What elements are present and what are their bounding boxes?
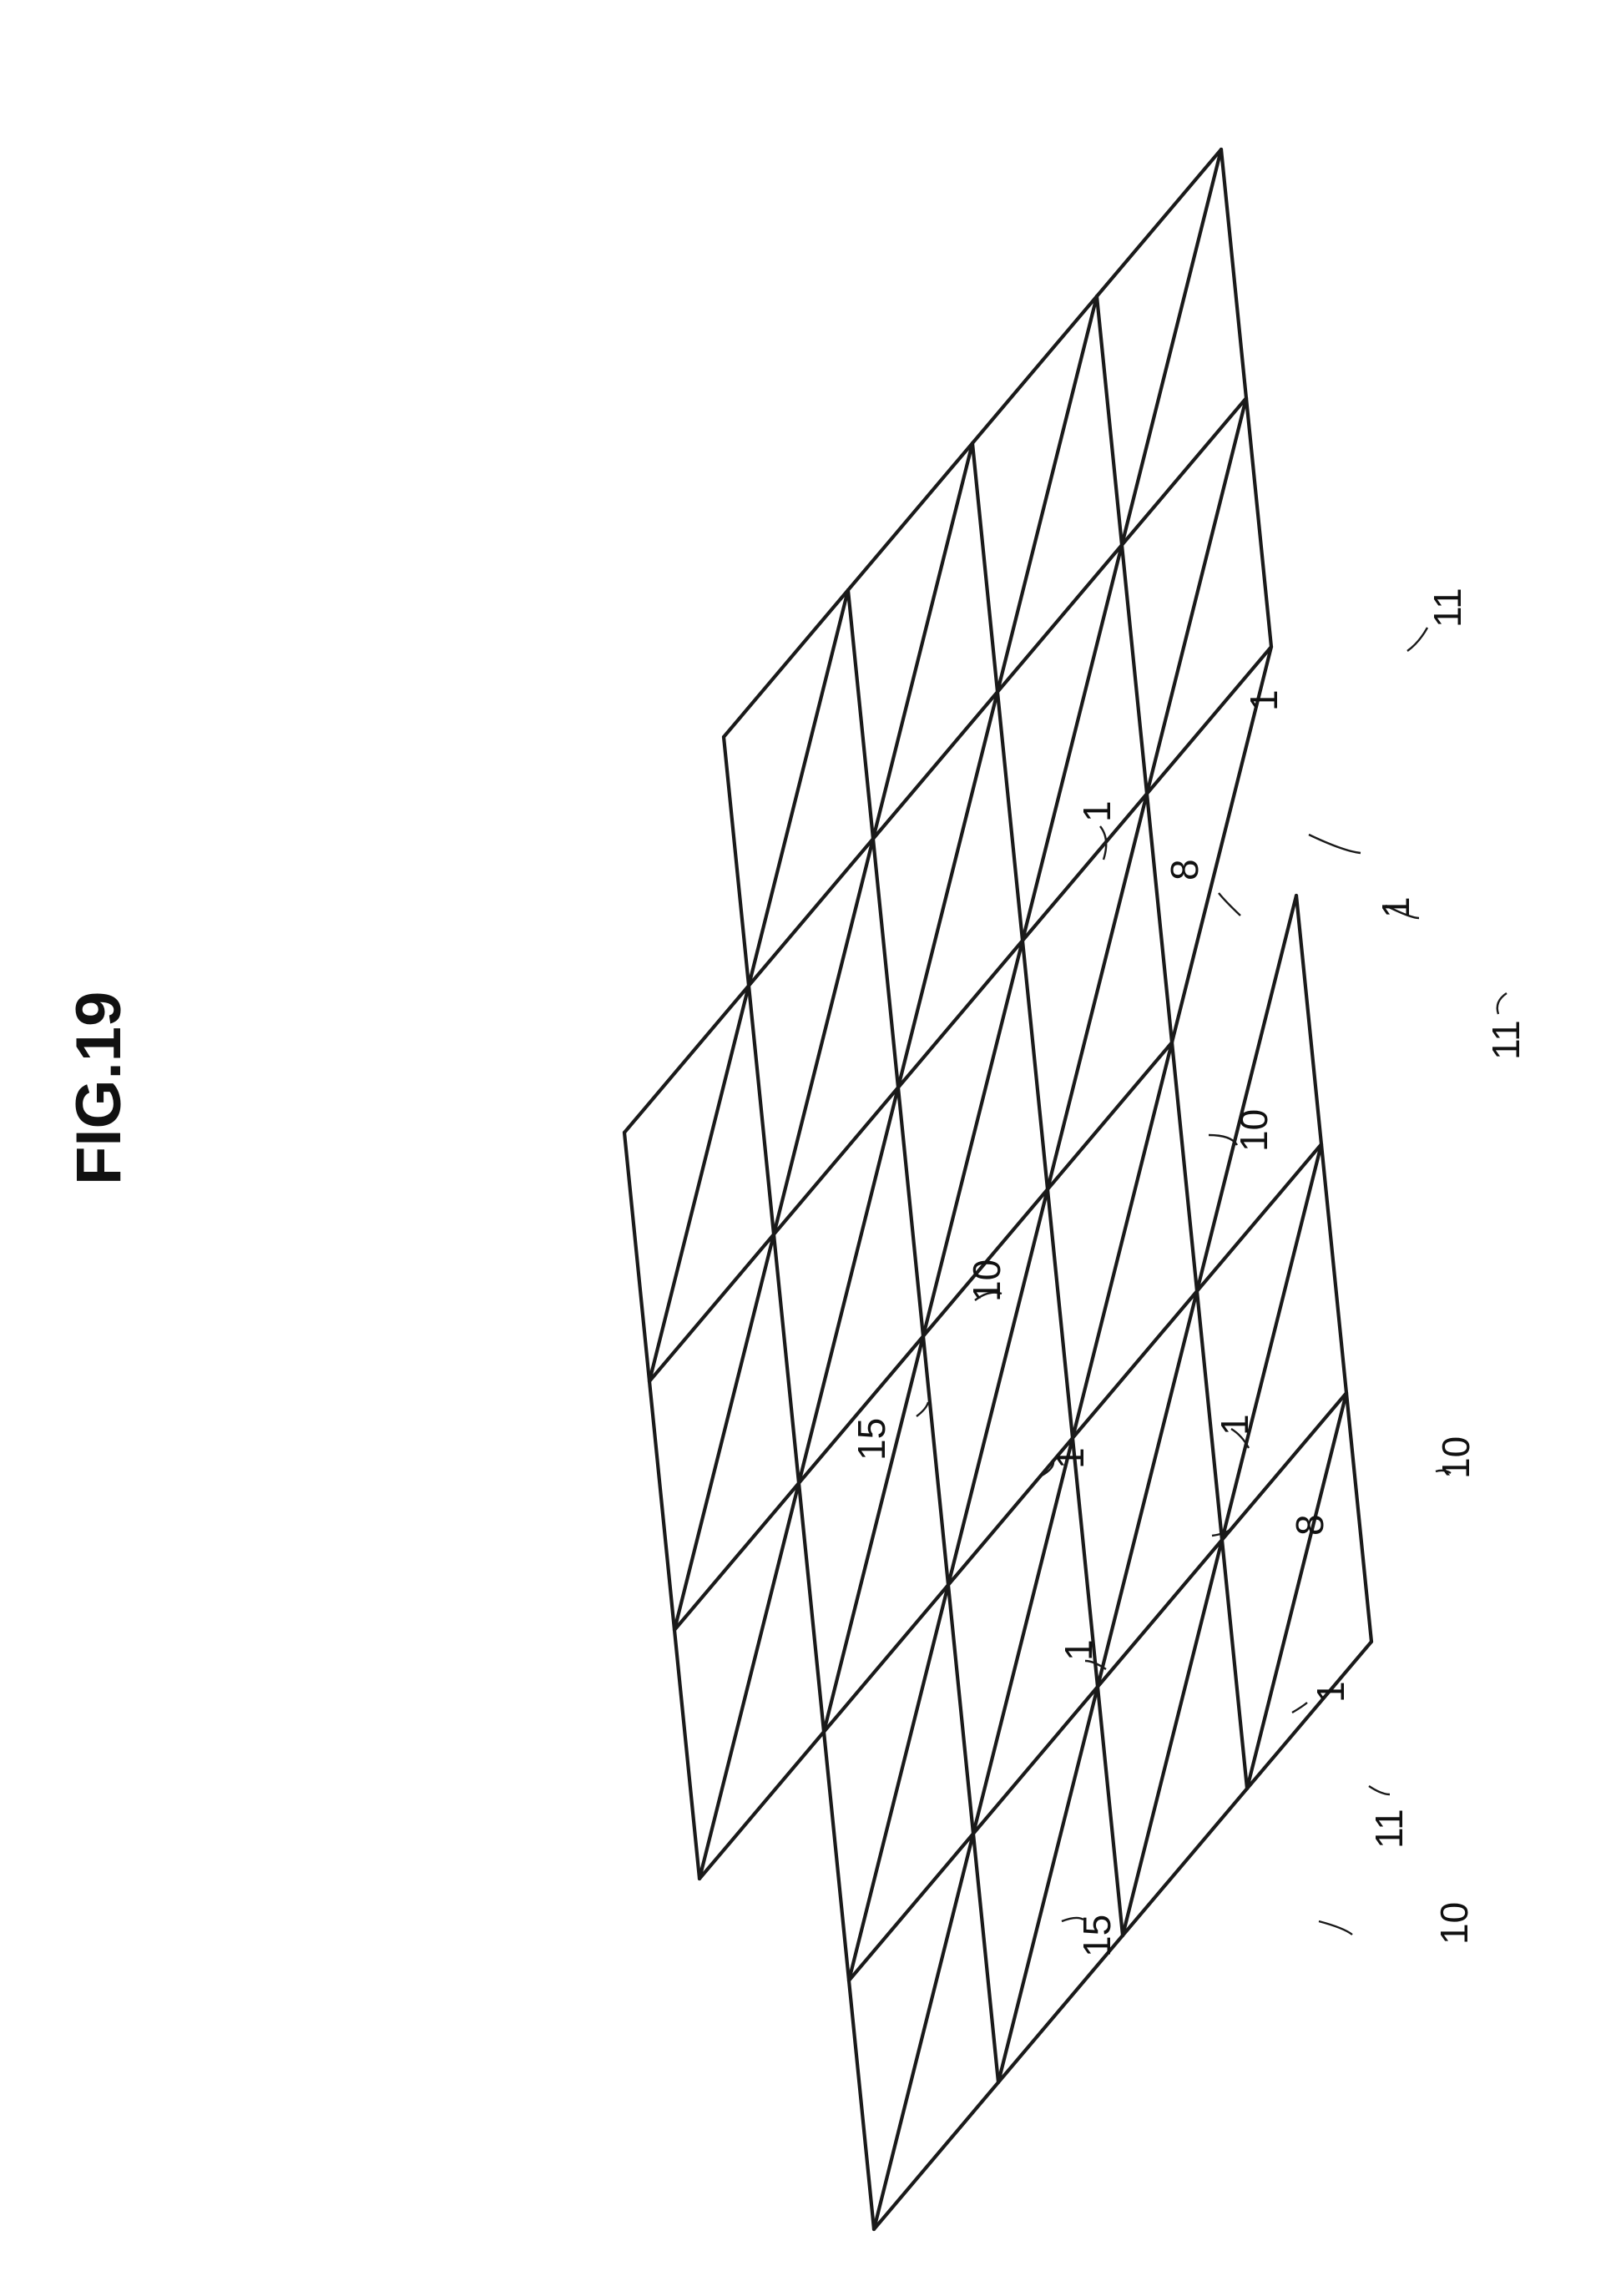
truss-member — [1172, 1042, 1197, 1291]
truss-member — [1097, 296, 1122, 545]
truss-member — [972, 443, 997, 692]
truss-member — [1023, 941, 1048, 1189]
reference-numeral-8: 8 — [1288, 1514, 1331, 1536]
figure-title: FIG.19 — [63, 992, 134, 1185]
reference-numeral-1: 1 — [1075, 800, 1119, 822]
leader-line — [917, 1402, 928, 1416]
truss-member — [724, 737, 749, 986]
reference-numeral-11: 11 — [1484, 1020, 1528, 1060]
reference-numeral-11: 11 — [1367, 1809, 1411, 1849]
reference-numeral-10: 10 — [1434, 1436, 1477, 1479]
reference-numeral-1: 1 — [1242, 689, 1285, 711]
truss-member — [649, 1381, 674, 1630]
reference-numeral-10: 10 — [1432, 1902, 1476, 1945]
reference-numeral-8: 8 — [1163, 859, 1206, 881]
reference-numeral-10: 10 — [1232, 1109, 1275, 1152]
truss-member — [1147, 794, 1172, 1042]
truss-member — [774, 1234, 799, 1483]
truss-member — [799, 1483, 824, 1732]
reference-numeral-15: 15 — [1075, 1915, 1119, 1957]
reference-numeral-1: 1 — [1048, 1447, 1092, 1469]
leader-line — [1497, 993, 1507, 1014]
truss-member — [1222, 1540, 1247, 1789]
truss-member — [997, 692, 1023, 941]
truss-member — [674, 1630, 699, 1879]
truss-member — [624, 1133, 649, 1381]
reference-numeral-1: 1 — [1213, 1414, 1256, 1436]
leader-line — [1219, 893, 1240, 916]
reference-numeral-1: 1 — [1374, 896, 1417, 918]
truss-member — [824, 1732, 849, 1981]
truss-member — [1321, 1144, 1346, 1393]
truss-member — [1246, 398, 1271, 647]
reference-numeral-1: 1 — [1309, 1681, 1352, 1703]
truss-member — [973, 1834, 998, 2082]
truss-member — [1122, 545, 1147, 794]
leader-line — [1407, 628, 1427, 651]
truss-member — [873, 839, 898, 1087]
truss-member — [898, 1087, 923, 1336]
leader-line — [1309, 835, 1361, 853]
reference-numeral-1: 1 — [1057, 1639, 1100, 1661]
reference-numeral-11: 11 — [1426, 588, 1469, 628]
truss-member — [1221, 149, 1246, 398]
truss-grid — [624, 149, 1371, 2229]
reference-numeral-10: 10 — [965, 1259, 1008, 1302]
truss-member — [1296, 896, 1321, 1144]
truss-member — [849, 1981, 874, 2229]
leader-line — [1369, 1786, 1390, 1794]
leader-line — [1319, 1921, 1352, 1935]
truss-member — [1346, 1393, 1371, 1642]
truss-member — [1048, 1189, 1073, 1438]
truss-member — [948, 1585, 973, 1834]
leader-line — [1292, 1703, 1307, 1713]
truss-member — [923, 1336, 948, 1585]
reference-numeral-15: 15 — [850, 1418, 893, 1461]
truss-member — [749, 986, 774, 1234]
truss-member — [1098, 1687, 1123, 1935]
truss-member — [848, 590, 873, 839]
